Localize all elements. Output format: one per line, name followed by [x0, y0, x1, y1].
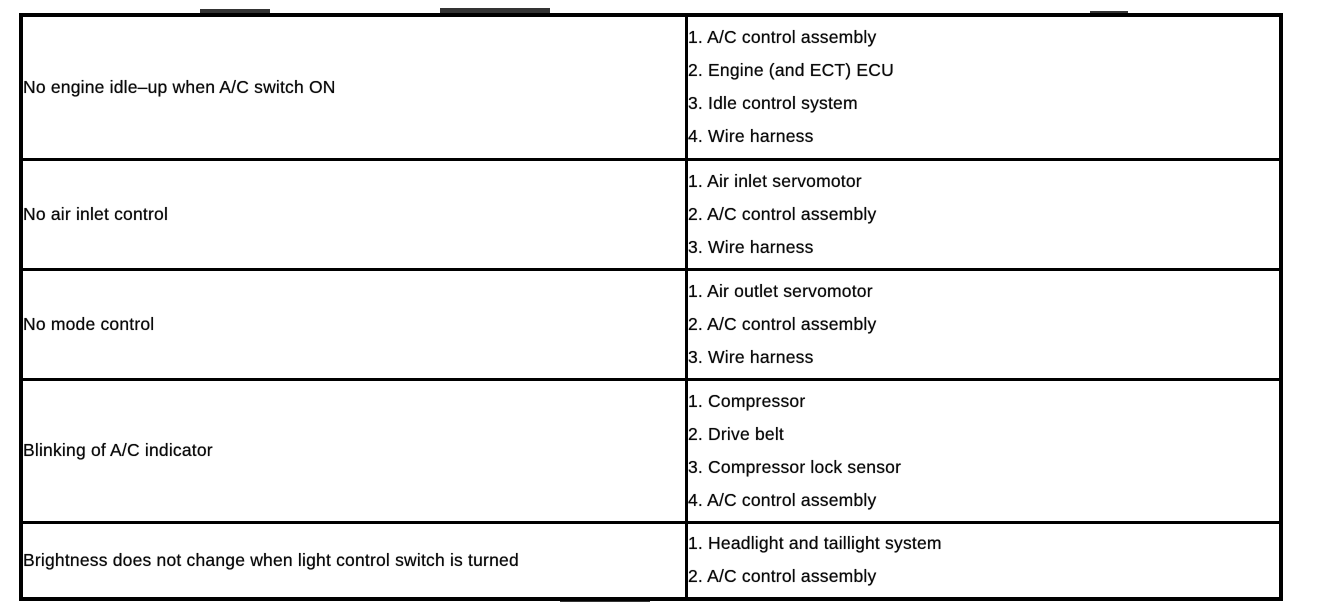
suspect-item: 1. Compressor	[688, 390, 806, 411]
suspect-item: 3. Wire harness	[688, 236, 814, 257]
suspect-item: 1. Air inlet servomotor	[688, 170, 862, 191]
suspect-areas-cell: 1. Headlight and taillight system 2. A/C…	[685, 520, 1283, 601]
symptom-cell: No mode control	[19, 267, 688, 381]
suspect-item: 1. Air outlet servomotor	[688, 280, 873, 301]
suspect-areas-cell: 1. A/C control assembly 2. Engine (and E…	[685, 13, 1283, 161]
suspect-item: 4. Wire harness	[688, 126, 814, 147]
troubleshooting-table: No engine idle–up when A/C switch ON 1. …	[19, 13, 1283, 601]
table-row: Blinking of A/C indicator 1. Compressor …	[19, 377, 1283, 524]
table-row: No mode control 1. Air outlet servomotor…	[19, 267, 1283, 381]
suspect-item: 4. A/C control assembly	[688, 489, 877, 510]
suspect-areas-cell: 1. Compressor 2. Drive belt 3. Compresso…	[685, 377, 1283, 524]
suspect-item: 2. Engine (and ECT) ECU	[688, 60, 894, 81]
suspect-item: 2. A/C control assembly	[688, 566, 877, 587]
suspect-list: 1. Air inlet servomotor 2. A/C control a…	[688, 165, 1279, 264]
suspect-list: 1. Headlight and taillight system 2. A/C…	[688, 527, 1279, 593]
suspect-list: 1. Air outlet servomotor 2. A/C control …	[688, 275, 1279, 374]
symptom-cell: Brightness does not change when light co…	[19, 520, 688, 601]
suspect-item: 3. Compressor lock sensor	[688, 456, 902, 477]
symptom-text: No engine idle–up when A/C switch ON	[23, 76, 336, 97]
scan-artifact	[440, 8, 550, 13]
symptom-cell: No air inlet control	[19, 157, 688, 271]
suspect-list: 1. A/C control assembly 2. Engine (and E…	[688, 21, 1279, 153]
suspect-item: 1. A/C control assembly	[688, 27, 877, 48]
suspect-item: 1. Headlight and taillight system	[688, 533, 942, 554]
scan-artifact	[1090, 11, 1128, 14]
suspect-list: 1. Compressor 2. Drive belt 3. Compresso…	[688, 385, 1279, 517]
scan-artifact	[200, 9, 270, 13]
table-row: No engine idle–up when A/C switch ON 1. …	[19, 13, 1283, 161]
suspect-areas-cell: 1. Air outlet servomotor 2. A/C control …	[685, 267, 1283, 381]
suspect-item: 2. Drive belt	[688, 423, 784, 444]
symptom-text: Blinking of A/C indicator	[23, 440, 213, 460]
symptom-cell: No engine idle–up when A/C switch ON	[19, 13, 688, 161]
suspect-item: 2. A/C control assembly	[688, 313, 877, 334]
symptom-text: No mode control	[23, 313, 155, 334]
symptom-text: Brightness does not change when light co…	[23, 549, 519, 570]
symptom-cell: Blinking of A/C indicator	[19, 377, 688, 524]
symptom-text: No air inlet control	[23, 203, 169, 224]
suspect-item: 3. Wire harness	[688, 346, 814, 367]
suspect-item: 2. A/C control assembly	[688, 203, 877, 224]
suspect-areas-cell: 1. Air inlet servomotor 2. A/C control a…	[685, 157, 1283, 271]
table-row: No air inlet control 1. Air inlet servom…	[19, 157, 1283, 271]
table-row: Brightness does not change when light co…	[19, 520, 1283, 601]
suspect-item: 3. Idle control system	[688, 93, 858, 114]
